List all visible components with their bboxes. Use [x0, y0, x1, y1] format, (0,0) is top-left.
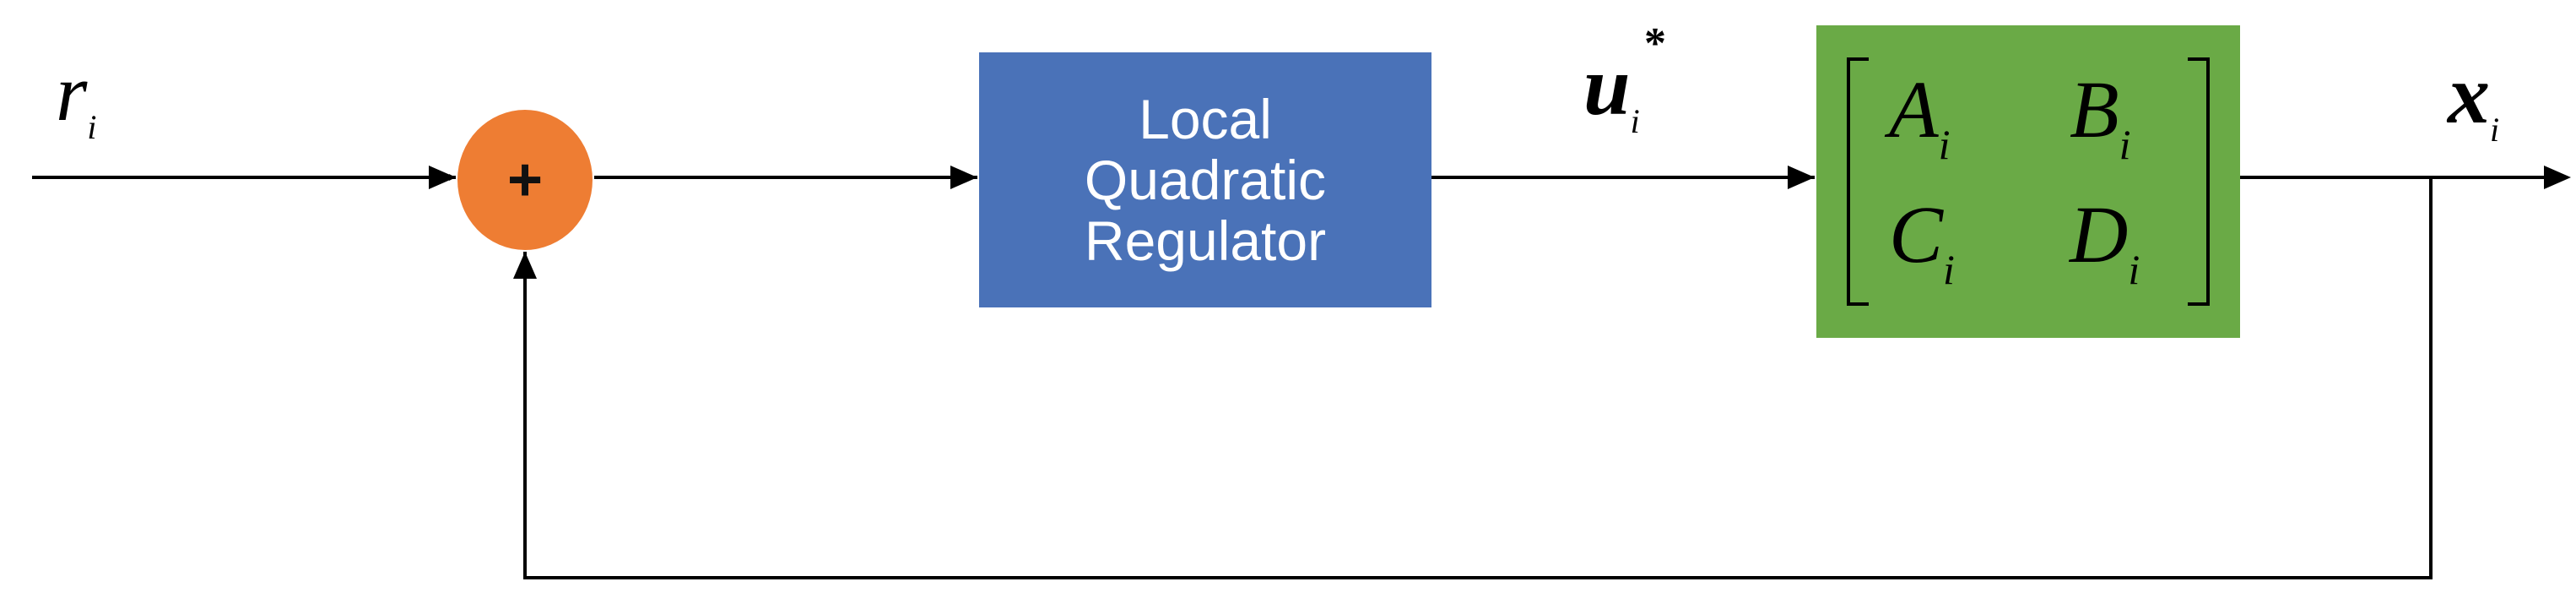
plus-sign: +: [506, 146, 544, 214]
control-signal-label: ui *: [1583, 19, 1666, 140]
arrowhead-output: [2544, 166, 2571, 189]
local-quadratic-regulator-block: Local Quadratic Regulator: [979, 52, 1431, 307]
regulator-label-line-3: Regulator: [1084, 209, 1327, 272]
plant-state-space-block: Ai Bi Ci Di: [1816, 25, 2240, 338]
arrowhead-into-plant: [1788, 166, 1815, 189]
state-signal-label: xi: [2448, 47, 2500, 149]
matrix-cell-a: Ai: [1889, 64, 1951, 168]
feedback-path: [523, 177, 2433, 579]
arrowhead-into-junction: [429, 166, 456, 189]
matrix-cell-c: Ci: [1889, 189, 1955, 293]
matrix-cell-d: Di: [2070, 189, 2140, 293]
arrowhead-into-regulator: [950, 166, 977, 189]
matrix-cell-b: Bi: [2070, 64, 2131, 168]
regulator-label-line-2: Quadratic: [1084, 149, 1327, 211]
matrix-right-bracket: [2188, 57, 2210, 306]
reference-signal-label: ri: [56, 47, 97, 146]
matrix-left-bracket: [1847, 57, 1869, 306]
arrowhead-feedback: [513, 252, 537, 279]
summing-junction: +: [457, 110, 593, 250]
optimal-star: *: [1644, 19, 1666, 68]
regulator-label-line-1: Local: [1139, 88, 1272, 150]
